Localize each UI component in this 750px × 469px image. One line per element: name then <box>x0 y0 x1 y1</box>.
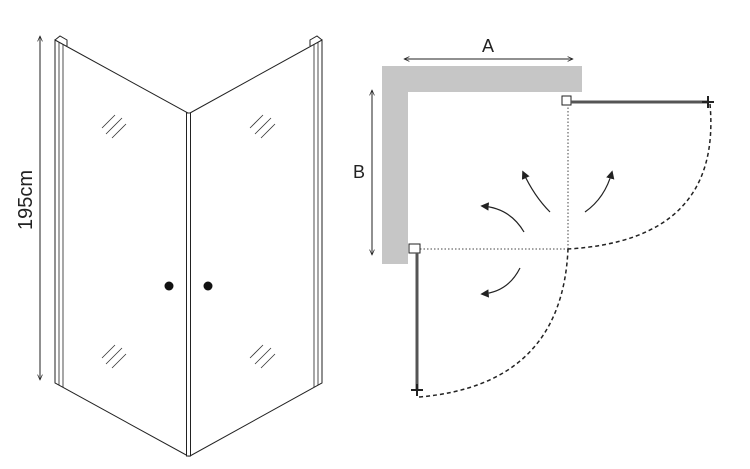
hinge-icon <box>408 243 421 254</box>
center-seam <box>186 112 191 457</box>
left-glass-panel <box>54 35 189 457</box>
door-swing-arc <box>567 103 712 250</box>
perspective-view: 195cm <box>15 35 323 457</box>
height-dimension: 195cm <box>15 36 40 380</box>
height-label: 195cm <box>15 170 37 230</box>
handle-knob-icon <box>203 281 213 291</box>
depth-dimension-b: B <box>353 90 372 255</box>
glass-reflection-icon <box>101 114 127 369</box>
handle-knob-icon <box>164 281 174 291</box>
hinge-icon <box>561 95 572 106</box>
curved-arrow-icon <box>521 170 551 213</box>
right-glass-panel <box>189 35 323 457</box>
width-dimension-a: A <box>404 36 573 59</box>
end-cap-icon <box>702 96 714 108</box>
end-cap-icon <box>411 384 423 396</box>
glass-reflection-icon <box>249 114 276 369</box>
plan-view: A B <box>353 36 714 398</box>
dim-a-label: A <box>482 36 494 56</box>
wall <box>382 66 582 264</box>
door-swing-arc <box>418 248 569 398</box>
dim-b-label: B <box>353 162 365 182</box>
curved-arrow-icon <box>584 170 615 213</box>
curved-arrow-icon <box>480 267 521 298</box>
curved-arrow-icon <box>480 202 525 233</box>
